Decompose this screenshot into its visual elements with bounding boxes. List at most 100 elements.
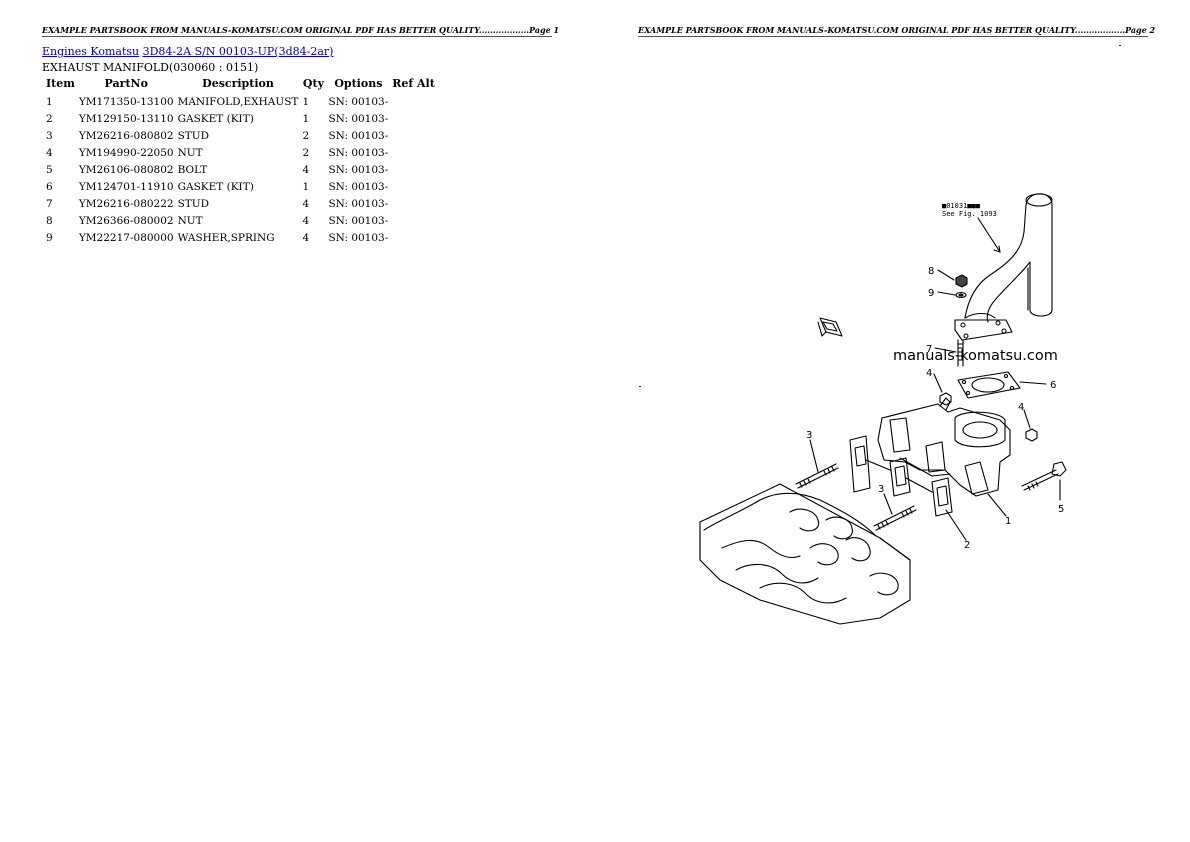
cell-ref-alt <box>390 93 437 110</box>
gasket-2 <box>849 435 953 517</box>
cell-item: 8 <box>46 214 53 227</box>
gasket-6 <box>957 371 1021 399</box>
cell-item: 2 <box>46 112 53 125</box>
column-header-partno: PartNo <box>104 77 148 90</box>
cell-qty: 4 <box>302 214 310 227</box>
leader-line <box>977 217 1001 253</box>
cell-partno: YM129150-13110 <box>78 112 174 125</box>
cell-qty: 1 <box>302 112 310 125</box>
cell-item: 3 <box>46 129 53 142</box>
exhaust-manifold <box>877 397 1011 497</box>
breadcrumb: Engines Komatsu 3D84-2A S/N 00103-UP(3d8… <box>42 45 333 58</box>
callout-6: 6 <box>1050 380 1056 391</box>
cell-ref-alt <box>390 178 437 195</box>
table-row: 7 YM26216-080222 STUD 4 SN: 00103- <box>44 195 437 212</box>
cell-ref-alt <box>390 110 437 127</box>
cell-options: SN: 00103- <box>328 180 389 193</box>
cell-item: 6 <box>46 180 53 193</box>
cell-description: GASKET (KIT) <box>177 180 254 193</box>
table-row: 3 YM26216-080802 STUD 2 SN: 00103- <box>44 127 437 144</box>
cell-item: 4 <box>46 146 53 159</box>
speck <box>639 386 641 387</box>
exploded-parts-diagram: ■01031■■■ See Fig. 1093 manuals-komatsu.… <box>699 193 1067 625</box>
nut-4-right <box>1025 428 1038 442</box>
stud-3-lower <box>873 505 917 531</box>
cell-description: WASHER,SPRING <box>177 231 275 244</box>
parts-table: Item PartNo Description Qty Options Ref … <box>44 76 437 246</box>
page-header: EXAMPLE PARTSBOOK FROM MANUALS-KOMATSU.C… <box>42 25 560 37</box>
callout-1: 1 <box>1005 516 1011 527</box>
cell-options: SN: 00103- <box>328 197 389 210</box>
cell-ref-alt <box>390 144 437 161</box>
stud-3-upper <box>795 463 839 489</box>
cylinder-head <box>699 483 911 625</box>
table-row: 6 YM124701-11910 GASKET (KIT) 1 SN: 0010… <box>44 178 437 195</box>
column-header-options: Options <box>334 77 383 90</box>
cell-description: STUD <box>177 129 210 142</box>
cell-partno: YM124701-11910 <box>78 180 174 193</box>
bolt-5 <box>1021 461 1067 491</box>
nut-8 <box>955 274 968 288</box>
watermark-text: manuals-komatsu.com <box>893 348 1058 364</box>
cell-options: SN: 00103- <box>328 112 389 125</box>
cell-partno: YM26106-080802 <box>78 163 174 176</box>
table-row: 8 YM26366-080002 NUT 4 SN: 00103- <box>44 212 437 229</box>
washer-9 <box>955 291 967 299</box>
cell-item: 7 <box>46 197 53 210</box>
cell-description: MANIFOLD,EXHAUST <box>177 95 299 108</box>
cell-partno: YM171350-13100 <box>78 95 174 108</box>
cell-ref-alt <box>390 161 437 178</box>
cell-partno: YM26216-080222 <box>78 197 174 210</box>
cell-options: SN: 00103- <box>328 129 389 142</box>
cell-ref-alt <box>390 212 437 229</box>
nut-4-left <box>939 392 952 406</box>
callout-5: 5 <box>1058 504 1064 515</box>
column-header-description: Description <box>202 77 274 90</box>
cell-options: SN: 00103- <box>328 214 389 227</box>
cell-ref-alt <box>390 195 437 212</box>
cell-ref-alt <box>390 127 437 144</box>
cell-qty: 2 <box>302 129 310 142</box>
table-row: 9 YM22217-080000 WASHER,SPRING 4 SN: 001… <box>44 229 437 246</box>
leader-lines <box>809 269 1061 541</box>
cell-qty: 4 <box>302 163 310 176</box>
cell-description: NUT <box>177 214 203 227</box>
cell-partno: YM26366-080002 <box>78 214 174 227</box>
cell-item: 5 <box>46 163 53 176</box>
cell-qty: 4 <box>302 231 310 244</box>
speck <box>1119 45 1121 46</box>
section-title: EXHAUST MANIFOLD(030060 : 0151) <box>42 61 259 74</box>
figure-reference-line2: See Fig. 1093 <box>942 210 997 218</box>
arrowhead <box>993 245 1001 253</box>
callout-2: 2 <box>964 540 970 551</box>
table-row: 4 YM194990-22050 NUT 2 SN: 00103- <box>44 144 437 161</box>
column-header-qty: Qty <box>302 77 324 90</box>
callout-7: 7 <box>926 344 932 355</box>
detached-bracket <box>817 317 843 337</box>
exhaust-elbow-pipe <box>954 193 1053 341</box>
page-1: EXAMPLE PARTSBOOK FROM MANUALS-KOMATSU.C… <box>42 25 560 246</box>
cell-description: NUT <box>177 146 203 159</box>
column-header-item: Item <box>46 77 75 90</box>
cell-item: 9 <box>46 231 53 244</box>
cell-qty: 2 <box>302 146 310 159</box>
callout-8: 8 <box>928 266 934 277</box>
table-row: 2 YM129150-13110 GASKET (KIT) 1 SN: 0010… <box>44 110 437 127</box>
callout-4-left: 4 <box>926 368 932 379</box>
callout-9: 9 <box>928 288 934 299</box>
page-2: EXAMPLE PARTSBOOK FROM MANUALS-KOMATSU.C… <box>595 0 1190 842</box>
cell-options: SN: 00103- <box>328 231 389 244</box>
breadcrumb-link-model[interactable]: 3D84-2A S/N 00103-UP(3d84-2ar) <box>142 45 334 58</box>
table-row: 5 YM26106-080802 BOLT 4 SN: 00103- <box>44 161 437 178</box>
cell-options: SN: 00103- <box>328 95 389 108</box>
table-row: 1 YM171350-13100 MANIFOLD,EXHAUST 1 SN: … <box>44 93 437 110</box>
cell-partno: YM22217-080000 <box>78 231 174 244</box>
figure-reference-line1: ■01031■■■ <box>942 202 981 210</box>
table-header-row: Item PartNo Description Qty Options Ref … <box>44 76 437 93</box>
cell-item: 1 <box>46 95 53 108</box>
cell-partno: YM26216-080802 <box>78 129 174 142</box>
cell-options: SN: 00103- <box>328 146 389 159</box>
cell-ref-alt <box>390 229 437 246</box>
cell-options: SN: 00103- <box>328 163 389 176</box>
breadcrumb-link-engines[interactable]: Engines Komatsu <box>42 45 140 58</box>
